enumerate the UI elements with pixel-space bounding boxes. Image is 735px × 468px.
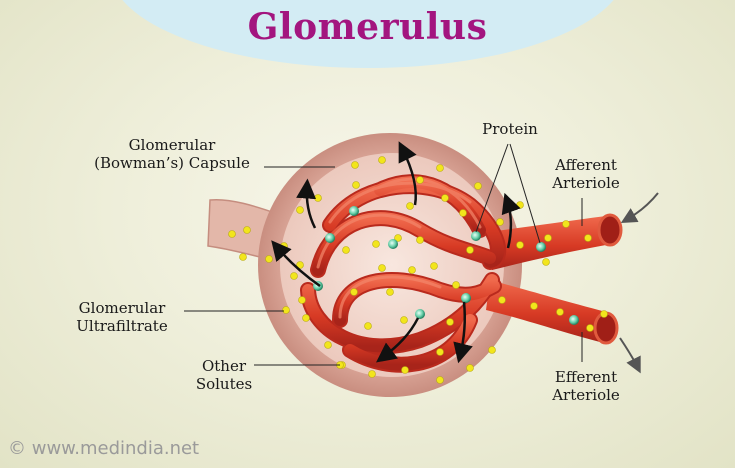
efferent-opening [593,311,619,345]
label-efferent-arteriole: Efferent Arteriole [552,368,620,404]
afferent-opening [597,213,623,247]
label-protein: Protein [482,120,538,138]
flow-arrow-icon [619,192,659,374]
solute-dots [228,156,608,384]
leader-lines [184,143,583,366]
label-afferent-arteriole: Afferent Arteriole [552,156,620,192]
efferent-arteriole [486,280,606,342]
label-glomerular-ultrafiltrate: Glomerular Ultrafiltrate [76,299,168,335]
page-title: Glomerulus [247,6,488,48]
label-other-solutes: Other Solutes [195,357,253,393]
capillary-tuft [300,174,507,373]
label-bowmans-capsule: Glomerular (Bowman’s) Capsule [94,136,250,172]
protein-dots [313,206,579,325]
title-bubble [122,0,614,68]
watermark: © www.medindia.net [8,438,200,459]
filtration-arrows [271,141,521,364]
afferent-arteriole [488,216,612,270]
